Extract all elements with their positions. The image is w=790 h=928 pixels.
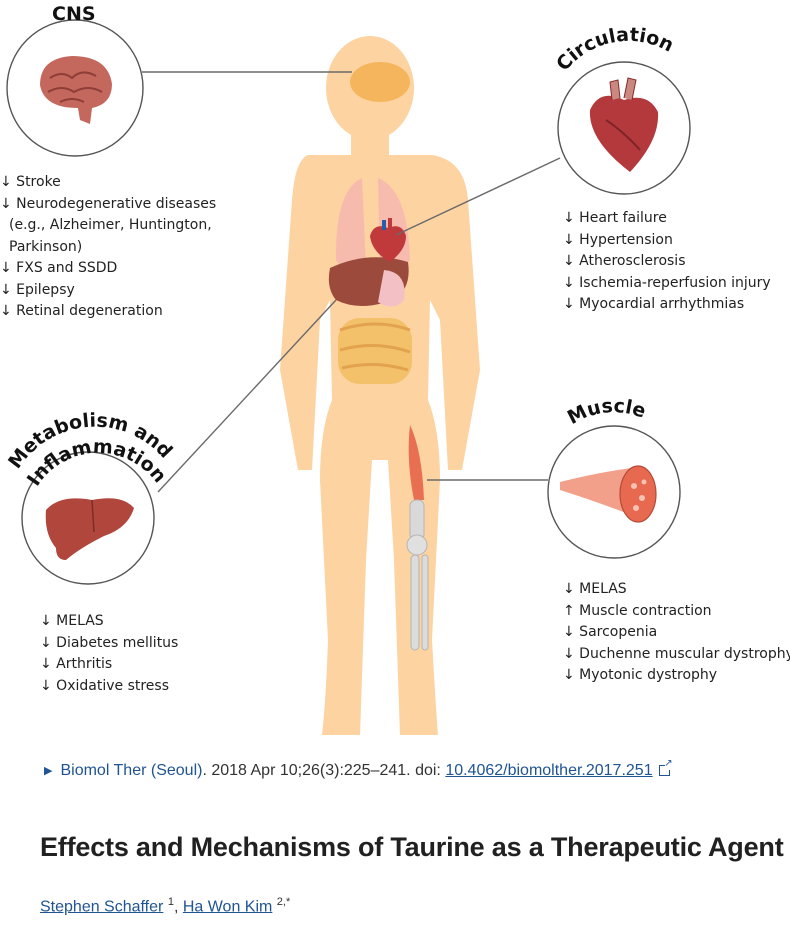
citation-line: ▶ Biomol Ther (Seoul). 2018 Apr 10;26(3):… [44,758,673,780]
author-affiliation: 2,* [276,896,291,908]
connector-lines [142,71,561,493]
list-item: ↓ Diabetes mellitus [40,634,179,651]
author-link[interactable]: Ha Won Kim [182,898,273,916]
list-item: ↓ Epilepsy [0,281,75,298]
muscle-title: Muscle [564,395,648,429]
list-item: ↓ Stroke [0,174,61,190]
cns-effects-list: ↓ Stroke ↓ Neurodegenerative diseases (e… [0,172,216,323]
list-item: ↓ Duchenne muscular dystrophy [563,645,790,662]
list-item: ↓ Myotonic dystrophy [563,667,718,683]
list-item: ↓ Arthritis [40,656,113,672]
list-item: ↓ Retinal degeneration [0,303,163,319]
list-item: ↓ Heart failure [563,210,667,226]
list-item: ↓ MELAS [40,613,104,629]
list-item: ↓ Ischemia-reperfusion injury [563,274,771,291]
taurine-effects-figure: CNS Circulation Metabolism and Inflammat… [0,3,790,735]
brain-in-body [350,62,410,102]
liver-icon [45,498,134,560]
circulation-circle [557,61,691,195]
muscle-fiber-icon [560,465,657,523]
author-list: Stephen Schaffer 1, Ha Won Kim 2,* [40,896,290,916]
list-item: ↓ Oxidative stress [40,677,170,694]
list-item: ↓ MELAS [563,581,627,597]
author-affiliation: 1 [167,896,174,908]
list-item: ↓ Hypertension [563,231,673,248]
list-item: ↓ Sarcopenia [563,624,658,640]
list-item: ↓ Atherosclerosis [563,253,686,269]
heart-icon [589,77,659,172]
list-item: ↓ Myocardial arrhythmias [563,296,745,312]
list-item: (e.g., Alzheimer, Huntington, [9,217,212,233]
leg-muscle-bone [406,425,429,651]
brain-icon [40,56,112,124]
muscle-effects-list: ↓ MELAS ↑ Muscle contraction ↓ Sarcopeni… [563,579,790,687]
doi-link[interactable]: 10.4062/biomolther.2017.251 [445,762,653,779]
cns-circle [6,19,144,157]
circulation-effects-list: ↓ Heart failure ↓ Hypertension ↓ Atheros… [563,208,771,316]
metabolism-effects-list: ↓ MELAS ↓ Diabetes mellitus ↓ Arthritis … [40,611,178,697]
expand-triangle-icon[interactable]: ▶ [44,765,53,777]
external-link-icon[interactable] [658,758,673,776]
journal-link[interactable]: Biomol Ther (Seoul) [60,762,203,779]
list-item: ↓ FXS and SSDD [0,260,118,276]
list-item: ↑ Muscle contraction [563,602,712,619]
intestines [338,318,412,384]
author-link[interactable]: Stephen Schaffer [40,898,164,916]
list-item: Parkinson) [9,238,83,255]
stomach [378,270,405,307]
metabolism-circle [21,451,155,585]
figure-illustration: CNS Circulation Metabolism and Inflammat… [4,3,691,735]
author-separator: , [173,898,183,916]
article-title: Effects and Mechanisms of Taurine as a T… [40,832,784,862]
citation-details: . 2018 Apr 10;26(3):225–241. doi: [202,762,446,779]
muscle-circle [547,425,681,559]
list-item: ↓ Neurodegenerative diseases [0,195,217,212]
cns-title: CNS [52,3,96,25]
human-body-silhouette [280,36,480,735]
